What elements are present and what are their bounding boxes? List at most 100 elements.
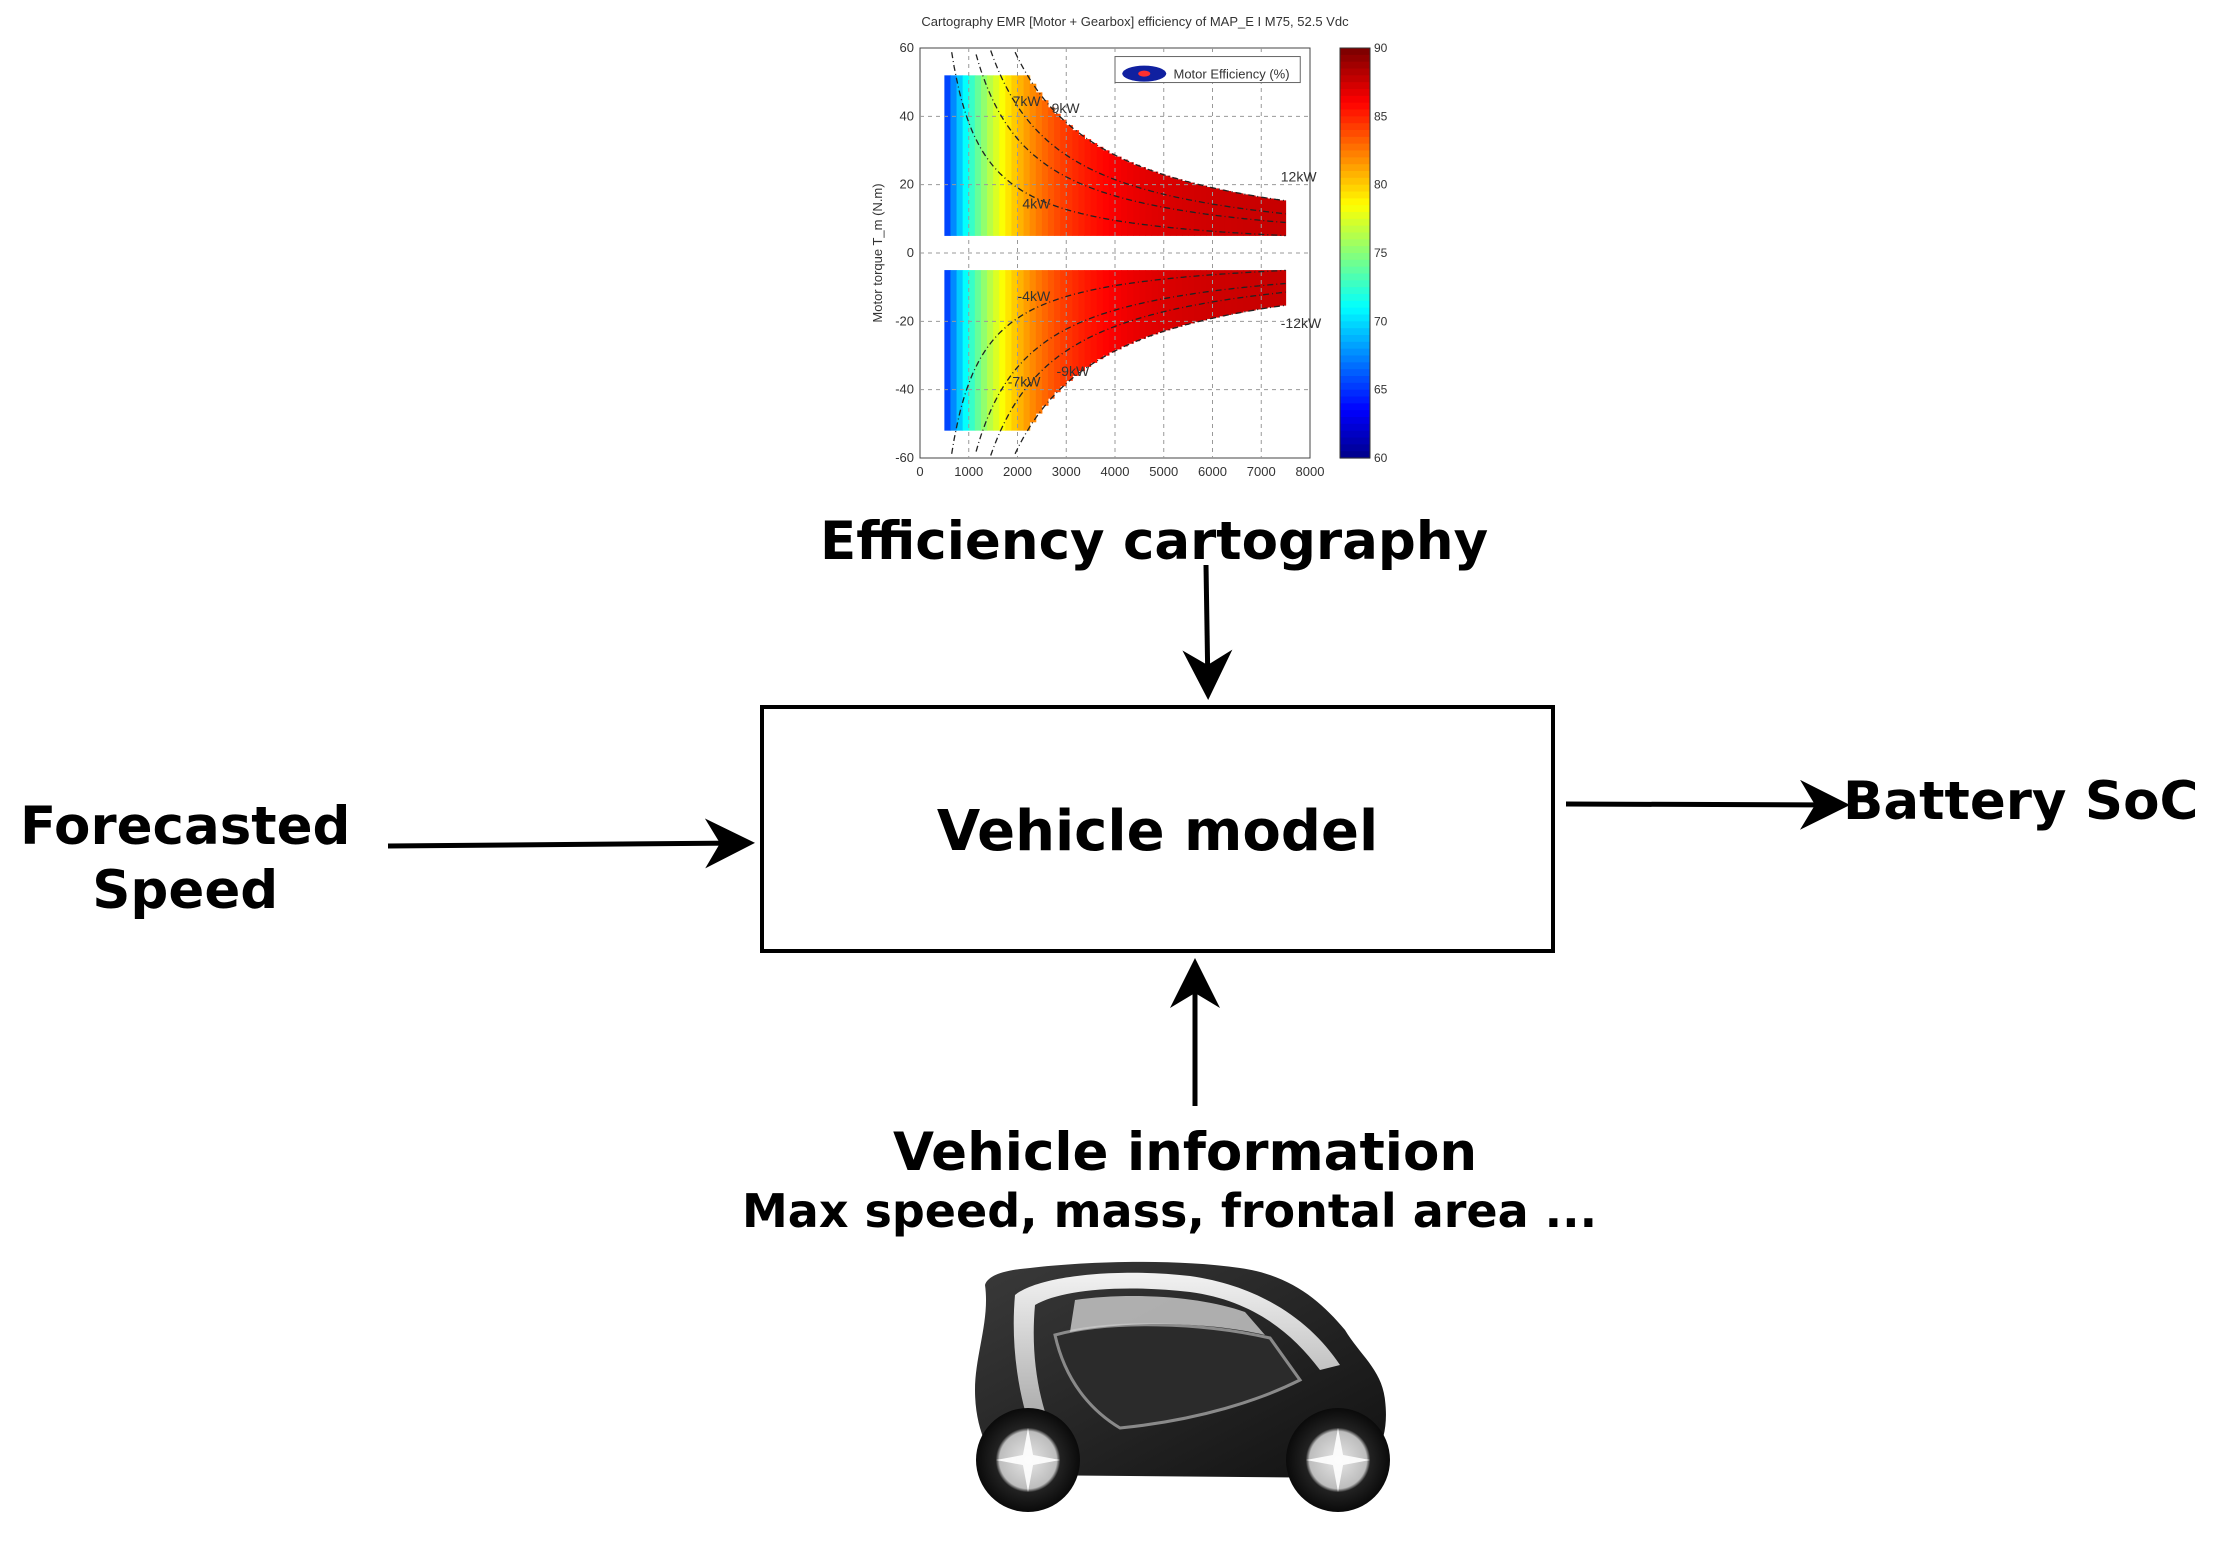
efficiency-cell xyxy=(999,270,1006,431)
efficiency-cell xyxy=(944,270,951,431)
efficiency-cell xyxy=(980,270,988,431)
colorbar-segment xyxy=(1340,212,1370,220)
efficiency-cell xyxy=(1047,107,1055,236)
power-label: 12kW xyxy=(1281,168,1318,184)
vehicle-model-label: Vehicle model xyxy=(936,799,1379,864)
efficiency-cell xyxy=(1230,270,1238,314)
battery-soc-label: Battery SoC xyxy=(1843,771,2199,832)
efficiency-cell xyxy=(1206,187,1213,236)
colorbar-tick-label: 90 xyxy=(1374,41,1388,55)
arrow-model-to-soc xyxy=(1565,779,1850,830)
colorbar-segment xyxy=(1340,232,1370,240)
efficiency-cell xyxy=(1182,180,1189,236)
power-curve xyxy=(951,269,1286,454)
efficiency-cell xyxy=(1218,189,1226,236)
efficiency-cell xyxy=(956,270,964,431)
efficiency-cell xyxy=(1060,119,1067,236)
power-label: 7kW xyxy=(1013,93,1042,109)
efficiency-cell xyxy=(1041,100,1049,236)
colorbar-segment xyxy=(1340,280,1370,288)
efficiency-cell xyxy=(1029,83,1037,236)
efficiency-cell xyxy=(1151,270,1159,335)
efficiency-cell xyxy=(1169,177,1177,236)
efficiency-cell xyxy=(1261,197,1268,236)
efficiency-cell xyxy=(1096,146,1104,236)
forecasted-speed-label: Forecasted Speed xyxy=(20,795,351,922)
efficiency-cell xyxy=(1084,270,1092,367)
legend-swatch-core xyxy=(1138,70,1151,77)
efficiency-cell xyxy=(1249,195,1256,236)
efficiency-cell xyxy=(1194,184,1201,236)
efficiency-cell xyxy=(1273,270,1281,307)
x-tick-label: 5000 xyxy=(1149,464,1178,479)
efficiency-cell xyxy=(1188,270,1195,324)
efficiency-cell xyxy=(1267,270,1274,308)
power-curve xyxy=(1014,304,1286,455)
colorbar-segment xyxy=(1340,300,1370,309)
efficiency-cell xyxy=(1023,75,1031,236)
arrow-speed-to-model xyxy=(387,818,755,869)
colorbar-segment xyxy=(1340,376,1370,384)
efficiency-cell xyxy=(993,75,1000,236)
efficiency-cell xyxy=(974,75,982,236)
efficiency-cell xyxy=(1255,270,1262,310)
efficiency-cell xyxy=(1212,188,1220,236)
colorbar-segment xyxy=(1340,164,1370,172)
efficiency-cell xyxy=(1206,270,1213,319)
efficiency-cell xyxy=(1145,270,1153,337)
colorbar-segment xyxy=(1340,54,1370,63)
colorbar-segment xyxy=(1340,82,1370,90)
colorbar-segment xyxy=(1340,143,1370,152)
colorbar-segment xyxy=(1340,136,1370,145)
efficiency-cell xyxy=(1212,270,1220,318)
forecasted-speed-line1: Forecasted xyxy=(20,796,351,857)
efficiency-cell xyxy=(993,270,1000,431)
efficiency-cell xyxy=(1054,270,1061,393)
efficiency-cell xyxy=(980,75,988,236)
x-tick-label: 6000 xyxy=(1198,464,1227,479)
forecasted-speed-line2: Speed xyxy=(92,859,279,921)
colorbar-segment xyxy=(1340,328,1370,336)
power-curve xyxy=(951,52,1286,237)
x-tick-label: 4000 xyxy=(1101,464,1130,479)
colorbar-segment xyxy=(1340,287,1370,295)
efficiency-cell xyxy=(1029,270,1037,423)
colorbar-segment xyxy=(1340,437,1370,445)
colorbar-segment xyxy=(1340,396,1370,404)
colorbar-tick-label: 60 xyxy=(1374,451,1388,465)
efficiency-cell xyxy=(1096,270,1104,360)
colorbar-segment xyxy=(1340,184,1370,193)
efficiency-cell xyxy=(1072,270,1079,376)
vehicle-information-title: Vehicle information xyxy=(893,1122,1478,1183)
efficiency-cell xyxy=(1169,270,1177,329)
colorbar-segment xyxy=(1340,68,1370,76)
efficiency-cell xyxy=(974,270,982,431)
efficiency-cell xyxy=(999,75,1006,236)
colorbar-segment xyxy=(1340,225,1370,234)
colorbar-segment xyxy=(1340,75,1370,83)
efficiency-cell xyxy=(1242,270,1250,312)
efficiency-cell xyxy=(1121,159,1128,236)
colorbar-segment xyxy=(1340,102,1370,111)
efficiency-cell xyxy=(1078,270,1086,372)
colorbar-segment xyxy=(1340,355,1370,363)
colorbar-segment xyxy=(1340,294,1370,302)
efficiency-cell xyxy=(1267,198,1274,236)
efficiency-cell xyxy=(1133,164,1140,236)
colorbar-segment xyxy=(1340,423,1370,432)
x-tick-label: 8000 xyxy=(1296,464,1325,479)
efficiency-cell xyxy=(962,270,970,431)
efficiency-cell xyxy=(1035,270,1043,414)
power-curve xyxy=(975,54,1286,224)
colorbar-segment xyxy=(1340,348,1370,357)
colorbar-tick-label: 85 xyxy=(1374,109,1388,123)
efficiency-cell xyxy=(1047,270,1055,399)
arrow-cartography-to-model xyxy=(1182,564,1233,700)
colorbar-segment xyxy=(1340,61,1370,70)
efficiency-cell xyxy=(1066,270,1073,381)
colorbar-segment xyxy=(1340,389,1370,398)
colorbar-segment xyxy=(1340,410,1370,418)
